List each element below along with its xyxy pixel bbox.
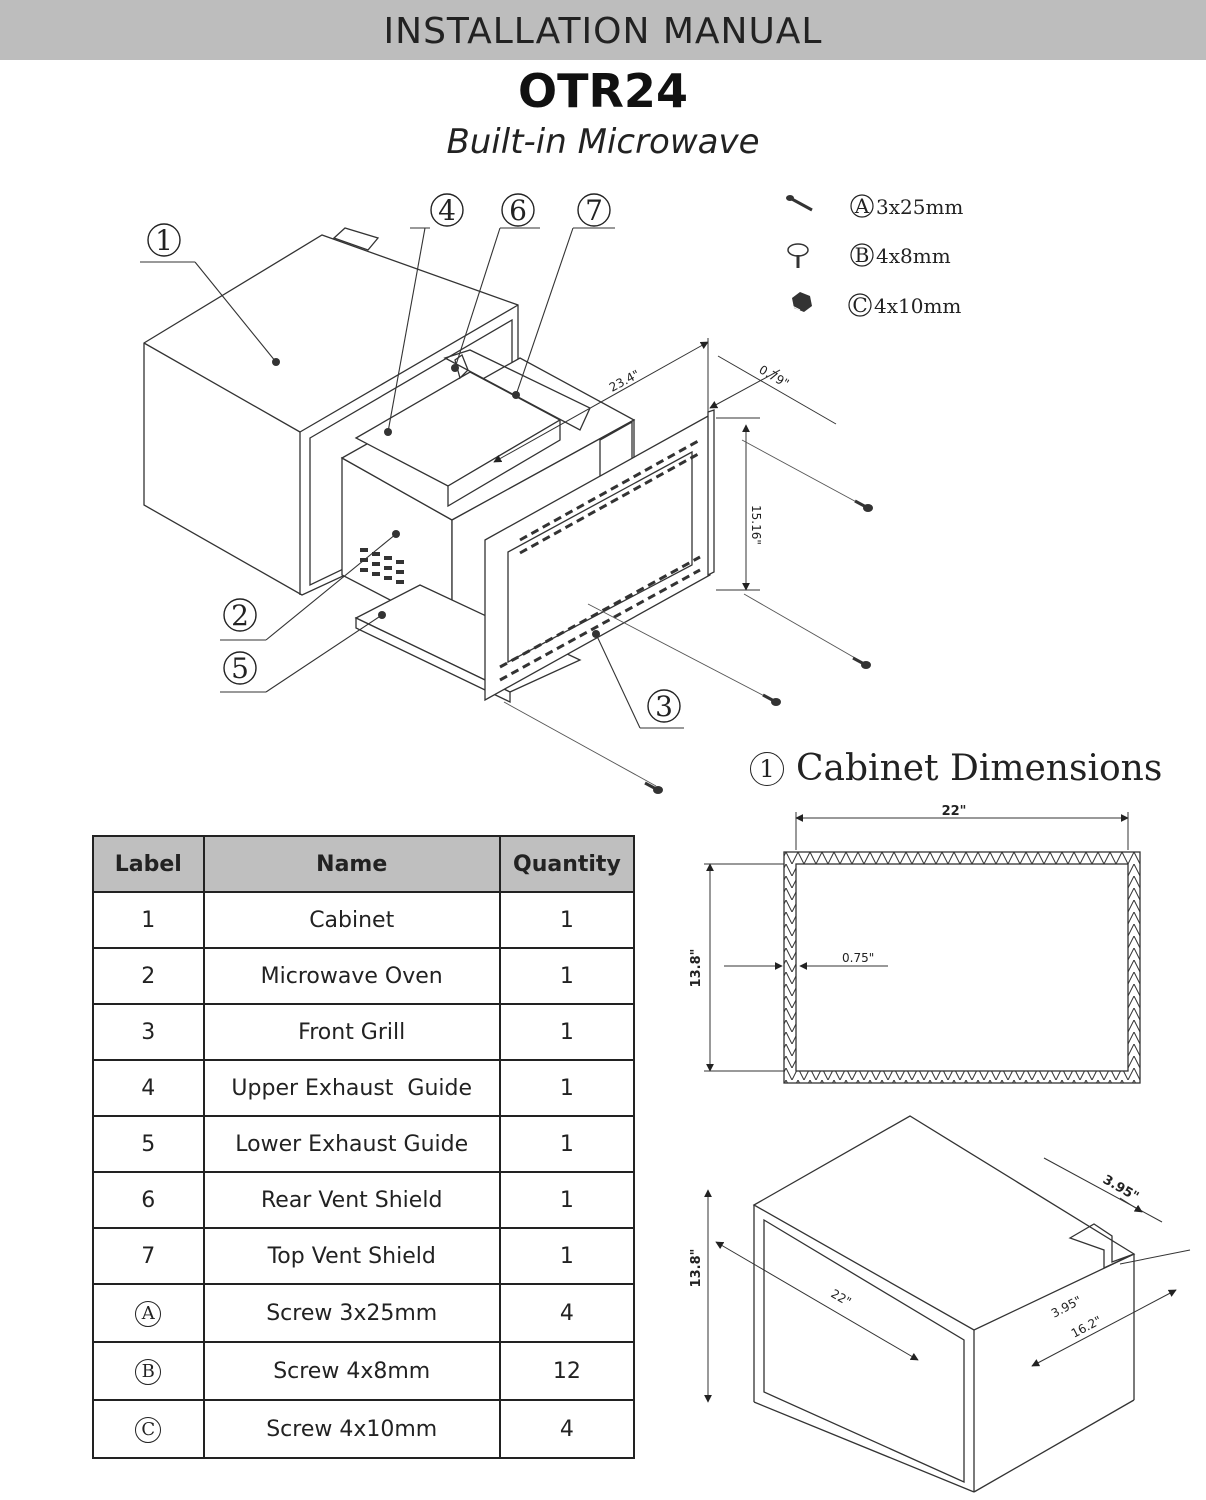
cell-label: 3 — [92, 1003, 205, 1061]
cabinet-section-title: Cabinet Dimensions — [796, 748, 1163, 789]
callout-2: 2 — [223, 598, 257, 632]
header-label: Label — [92, 835, 205, 893]
screw-placement-lines — [503, 439, 863, 787]
svg-text:4x10mm: 4x10mm — [874, 294, 961, 318]
cell-qty: 1 — [498, 1227, 636, 1285]
cell-name: Screw 4x10mm — [202, 1399, 501, 1459]
cabinet-section-number: 1 — [750, 752, 784, 786]
cell-label: C — [92, 1399, 205, 1459]
cell-qty: 1 — [498, 1115, 636, 1173]
svg-text:C: C — [852, 293, 867, 317]
cell-name: Screw 4x8mm — [202, 1341, 501, 1401]
pan-head-screw-icon — [787, 243, 809, 268]
callout-1: 1 — [147, 223, 181, 257]
cell-name: Front Grill — [202, 1003, 501, 1061]
iso-width-label: 22" — [829, 1286, 854, 1309]
cell-label: 5 — [92, 1115, 205, 1173]
depth-dimension-label: 23.4" — [607, 367, 642, 395]
cell-name: Lower Exhaust Guide — [202, 1115, 501, 1173]
cell-label: 4 — [92, 1059, 205, 1117]
svg-text:1: 1 — [155, 224, 173, 257]
svg-text:3x25mm: 3x25mm — [876, 195, 963, 219]
header-bar: INSTALLATION MANUAL — [0, 0, 1206, 60]
svg-text:4: 4 — [438, 194, 456, 227]
svg-text:4x8mm: 4x8mm — [876, 244, 951, 268]
cabinet-isometric-view — [704, 1115, 1191, 1493]
cell-qty: 1 — [498, 891, 636, 949]
callout-5: 5 — [223, 651, 257, 685]
model-number: OTR24 — [518, 64, 688, 118]
svg-text:3: 3 — [655, 690, 673, 723]
svg-text:A: A — [854, 194, 870, 218]
long-screw-icon — [786, 195, 813, 212]
svg-text:B: B — [855, 243, 870, 267]
callout-leaders — [140, 227, 684, 729]
cell-label: 2 — [92, 947, 205, 1005]
callout-3: 3 — [647, 689, 681, 723]
iso-height-label: 13.8" — [689, 1249, 704, 1288]
hex-screw-icon — [789, 292, 812, 312]
cell-qty: 1 — [498, 1003, 636, 1061]
callout-6: 6 — [501, 193, 535, 227]
cell-qty: 1 — [498, 947, 636, 1005]
screw-legend: A 3x25mm B 4x8mm C 4x10mm — [786, 194, 963, 318]
cabinet-width-label: 22" — [942, 804, 967, 819]
manual-title: INSTALLATION MANUAL — [383, 11, 823, 52]
header-quantity: Quantity — [498, 835, 636, 893]
circled-letter: C — [135, 1416, 162, 1443]
cell-label: 7 — [92, 1227, 205, 1285]
iso-depth-label: 16.2" — [1069, 1313, 1104, 1341]
header-name: Name — [202, 835, 501, 893]
product-subtitle: Built-in Microwave — [446, 122, 760, 162]
assembly-dimension-lines — [493, 338, 837, 591]
svg-text:7: 7 — [585, 194, 603, 227]
cell-name: Screw 3x25mm — [202, 1283, 501, 1343]
cell-qty: 1 — [498, 1059, 636, 1117]
placement-screw-icons — [644, 499, 873, 794]
cell-label: A — [92, 1283, 205, 1343]
svg-text:5: 5 — [231, 652, 249, 685]
cabinet-front-view: 22" 13.8" 0.75" — [689, 804, 1141, 1084]
svg-text:6: 6 — [509, 194, 527, 227]
height-dimension-label: 15.16" — [749, 505, 763, 545]
callout-4: 4 — [430, 193, 464, 227]
cell-qty: 4 — [498, 1283, 636, 1343]
cutout-depth-label: 3.95" — [1049, 1293, 1084, 1321]
cabinet-height-label: 13.8" — [689, 949, 704, 988]
trim-dimension-label: 0.79" — [757, 362, 792, 390]
cell-name: Top Vent Shield — [202, 1227, 501, 1285]
circled-letter: A — [135, 1300, 162, 1327]
cell-qty: 12 — [498, 1341, 636, 1401]
cell-qty: 4 — [498, 1399, 636, 1459]
cell-name: Rear Vent Shield — [202, 1171, 501, 1229]
cell-name: Cabinet — [202, 891, 501, 949]
cell-name: Upper Exhaust Guide — [202, 1059, 501, 1117]
cell-qty: 1 — [498, 1171, 636, 1229]
cell-label: B — [92, 1341, 205, 1401]
wall-thickness-label: 0.75" — [842, 951, 874, 965]
table-header-row: Label Name Quantity — [92, 835, 636, 893]
circled-letter: B — [135, 1358, 162, 1385]
cell-label: 6 — [92, 1171, 205, 1229]
cell-name: Microwave Oven — [202, 947, 501, 1005]
svg-text:2: 2 — [231, 599, 249, 632]
callout-7: 7 — [577, 193, 611, 227]
cell-label: 1 — [92, 891, 205, 949]
